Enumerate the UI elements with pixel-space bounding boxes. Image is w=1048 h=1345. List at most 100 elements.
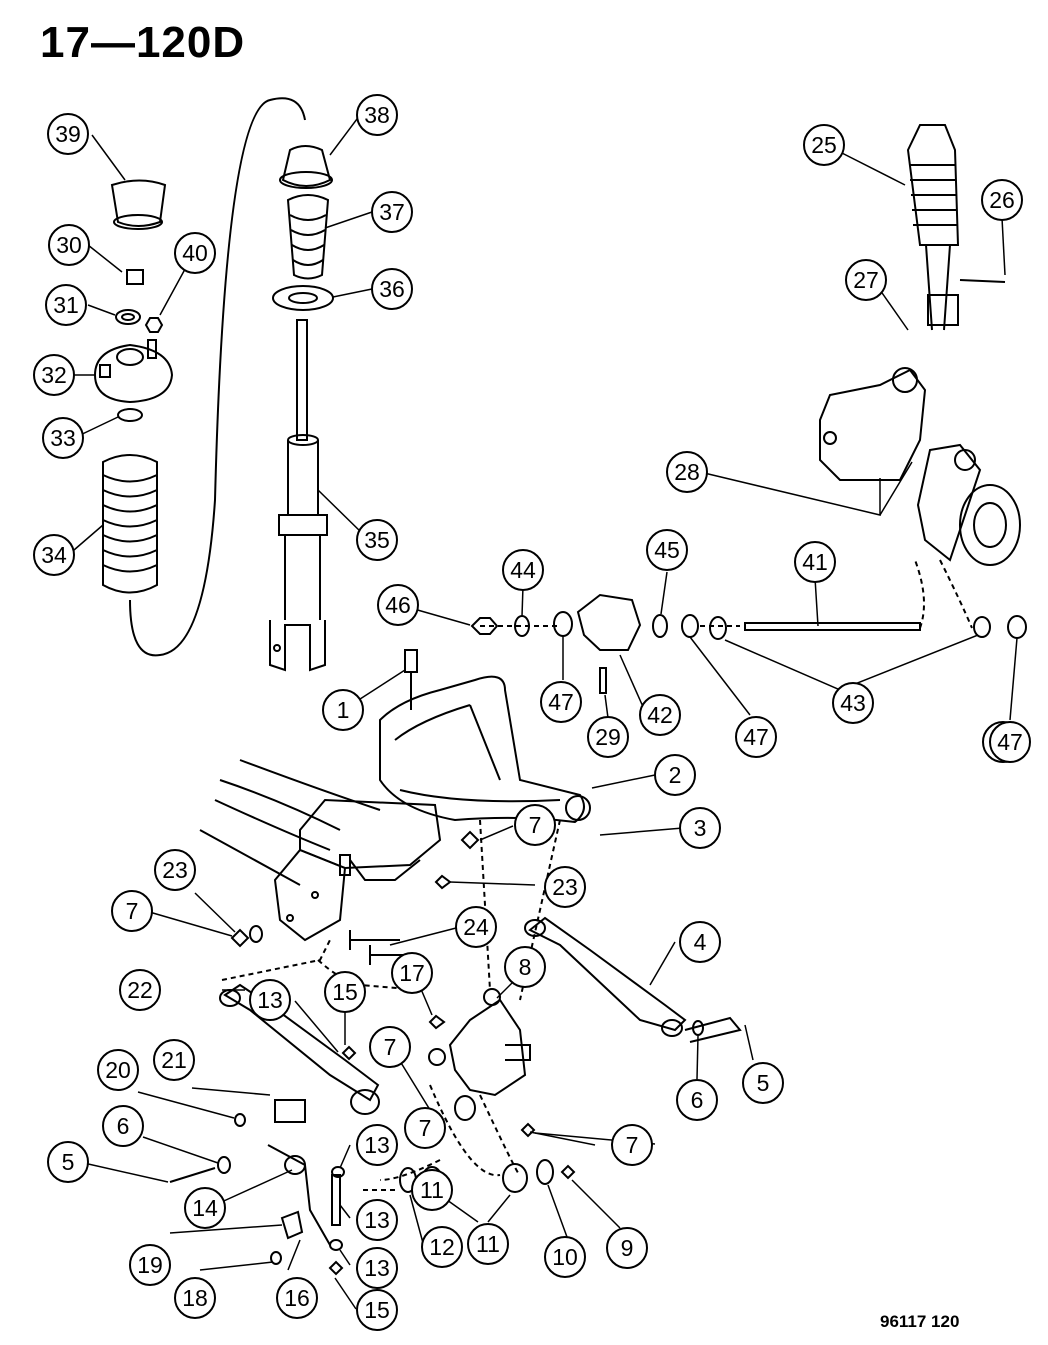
callout-32: 32 <box>33 354 75 396</box>
callout-7: 7 <box>514 804 556 846</box>
callout-18: 18 <box>174 1277 216 1319</box>
callout-16: 16 <box>276 1277 318 1319</box>
callout-7: 7 <box>404 1107 446 1149</box>
callout-circle <box>369 1026 411 1068</box>
callout-9: 9 <box>606 1227 648 1269</box>
callout-number: 40 <box>182 240 208 266</box>
callout-circle <box>544 866 586 908</box>
callout-circle <box>371 268 413 310</box>
callout-number: 3 <box>694 815 707 841</box>
callout-circle <box>249 979 291 1021</box>
callout-circle <box>989 721 1031 763</box>
shock-absorber <box>269 145 334 672</box>
callout-35: 35 <box>356 519 398 561</box>
callout-number: 13 <box>364 1255 390 1281</box>
callout-circle <box>404 1107 446 1149</box>
callout-23: 23 <box>154 849 196 891</box>
callout-25: 25 <box>803 124 845 166</box>
callout-circle <box>174 232 216 274</box>
callout-11: 11 <box>411 1169 453 1211</box>
callout-11: 11 <box>467 1223 509 1265</box>
callout-37: 37 <box>371 191 413 233</box>
lateral-link-hardware <box>470 559 1027 651</box>
callout-circle <box>111 890 153 932</box>
callout-21: 21 <box>153 1039 195 1081</box>
callout-24: 24 <box>455 906 497 948</box>
callout-5: 5 <box>742 1062 784 1104</box>
callout-circle <box>514 804 556 846</box>
callout-circle <box>467 1223 509 1265</box>
callout-number: 7 <box>384 1034 397 1060</box>
callout-circle <box>371 191 413 233</box>
callout-15: 15 <box>324 971 366 1013</box>
callout-circle <box>411 1169 453 1211</box>
callout-circle <box>666 451 708 493</box>
callout-circle <box>646 529 688 571</box>
callout-number: 35 <box>364 527 390 553</box>
callout-circle <box>676 1079 718 1121</box>
callout-10: 10 <box>544 1236 586 1278</box>
callout-3: 3 <box>679 807 721 849</box>
callout-19: 19 <box>129 1244 171 1286</box>
callout-44: 44 <box>502 549 544 591</box>
callout-circle <box>356 1124 398 1166</box>
callout-number: 31 <box>53 292 79 318</box>
callout-7: 7 <box>611 1124 653 1166</box>
callout-14: 14 <box>184 1187 226 1229</box>
callout-number: 7 <box>626 1132 639 1158</box>
callout-number: 33 <box>50 425 76 451</box>
callout-number: 42 <box>647 702 673 728</box>
callout-circle <box>421 1226 463 1268</box>
callout-number: 24 <box>463 914 489 940</box>
callout-39: 39 <box>47 113 89 155</box>
callout-number: 47 <box>743 724 769 750</box>
callout-circle <box>606 1227 648 1269</box>
callout-number: 2 <box>669 762 682 788</box>
callout-circle <box>33 534 75 576</box>
callout-circle <box>832 682 874 724</box>
callout-circle <box>322 689 364 731</box>
callout-number: 18 <box>182 1285 208 1311</box>
callout-circle <box>391 952 433 994</box>
callout-34: 34 <box>33 534 75 576</box>
callout-number: 13 <box>364 1207 390 1233</box>
callout-circle <box>102 1105 144 1147</box>
callout-22: 22 <box>119 969 161 1011</box>
callout-circle <box>742 1062 784 1104</box>
callout-circle <box>735 716 777 758</box>
callout-number: 25 <box>811 132 837 158</box>
callout-number: 6 <box>117 1113 130 1139</box>
callout-number: 15 <box>364 1297 390 1323</box>
callout-36: 36 <box>371 268 413 310</box>
callout-number: 11 <box>476 1231 500 1257</box>
callout-circle <box>981 179 1023 221</box>
callout-number: 30 <box>56 232 82 258</box>
callout-number: 17 <box>399 960 425 986</box>
callout-circle <box>502 549 544 591</box>
callout-circle <box>324 971 366 1013</box>
callout-number: 26 <box>989 187 1015 213</box>
callout-number: 12 <box>429 1234 455 1260</box>
callout-42: 42 <box>639 694 681 736</box>
callout-28: 28 <box>666 451 708 493</box>
callout-number: 34 <box>41 542 67 568</box>
callout-number: 43 <box>840 690 866 716</box>
callout-number: 4 <box>694 929 707 955</box>
callout-38: 38 <box>356 94 398 136</box>
callout-29: 29 <box>587 716 629 758</box>
callout-6: 6 <box>102 1105 144 1147</box>
small-hardware <box>169 667 742 1276</box>
leader-lines <box>73 114 1018 1310</box>
callout-number: 6 <box>691 1087 704 1113</box>
callout-circle <box>174 1277 216 1319</box>
callout-number: 10 <box>552 1244 578 1270</box>
callout-circle <box>48 224 90 266</box>
callout-circle <box>153 1039 195 1081</box>
callout-circle <box>654 754 696 796</box>
callout-number: 44 <box>510 557 536 583</box>
callout-47: 47 <box>735 716 777 758</box>
callout-circle <box>33 354 75 396</box>
callout-number: 11 <box>420 1177 444 1203</box>
callout-number: 37 <box>379 199 405 225</box>
